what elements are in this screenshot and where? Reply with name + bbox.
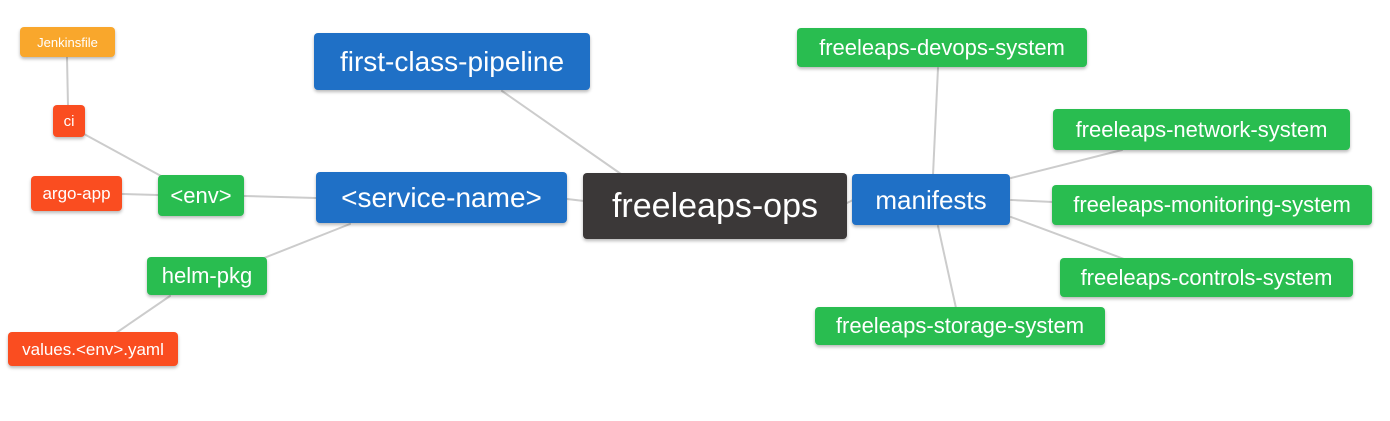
edge-service-name-env — [243, 195, 317, 199]
node-manifests[interactable]: manifests — [852, 174, 1010, 225]
edge-manifests-storage-system — [937, 225, 957, 309]
edge-helm-pkg-values — [115, 295, 171, 334]
edge-manifests-monitoring-system — [1010, 199, 1054, 203]
node-values-env-yaml[interactable]: values.<env>.yaml — [8, 332, 178, 366]
node-env[interactable]: <env> — [158, 175, 244, 216]
edge-service-name-helm-pkg — [263, 223, 351, 259]
node-first-class-pipeline[interactable]: first-class-pipeline — [314, 33, 590, 90]
edge-manifests-controls-system — [1010, 216, 1125, 260]
node-freeleaps-ops[interactable]: freeleaps-ops — [583, 173, 847, 239]
node-freeleaps-storage-system[interactable]: freeleaps-storage-system — [815, 307, 1105, 345]
node-jenkinsfile[interactable]: Jenkinsfile — [20, 27, 115, 57]
node-freeleaps-controls-system[interactable]: freeleaps-controls-system — [1060, 258, 1353, 297]
edge-env-argo-app — [121, 193, 159, 196]
edge-ci-jenkinsfile — [66, 56, 69, 107]
node-freeleaps-devops-system[interactable]: freeleaps-devops-system — [797, 28, 1087, 67]
node-freeleaps-monitoring-system[interactable]: freeleaps-monitoring-system — [1052, 185, 1372, 225]
edge-ops-first-class-pipeline — [501, 90, 622, 175]
node-helm-pkg[interactable]: helm-pkg — [147, 257, 267, 295]
node-freeleaps-network-system[interactable]: freeleaps-network-system — [1053, 109, 1350, 150]
node-argo-app[interactable]: argo-app — [31, 176, 122, 211]
edge-env-ci — [83, 133, 162, 177]
edge-manifests-devops-system — [932, 67, 939, 176]
node-ci[interactable]: ci — [53, 105, 85, 137]
edge-manifests-network-system — [1010, 149, 1123, 179]
node-service-name[interactable]: <service-name> — [316, 172, 567, 223]
edge-ops-service-name — [566, 198, 585, 202]
